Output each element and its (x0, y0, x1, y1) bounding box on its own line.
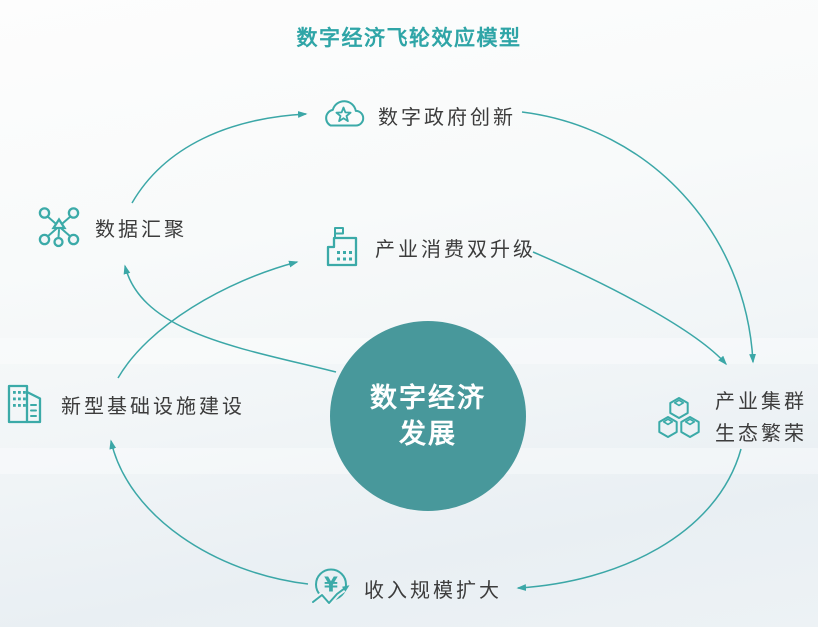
yen-growth-icon: ¥ (311, 568, 350, 606)
arrow-center-to-data-aggregation (123, 264, 337, 373)
node-label: 收入规模扩大 (364, 579, 502, 602)
node-label: 产业消费双升级 (375, 238, 536, 261)
node-label-group: 产业集群 生态繁荣 (715, 386, 807, 450)
factory-flag-icon (326, 227, 358, 267)
arrow-cluster-to-income (516, 448, 742, 591)
arrow-infrastructure-to-consumption (117, 260, 299, 379)
arrow-income-to-infrastructure (109, 439, 309, 585)
node-industry-cluster: 产业集群 生态繁荣 (656, 386, 807, 450)
center-label-line2: 发展 (399, 419, 457, 449)
page-title: 数字经济飞轮效应模型 (296, 27, 522, 50)
node-new-infrastructure: 新型基础设施建设 (4, 381, 245, 427)
cloud-star-icon (325, 100, 365, 127)
node-label: 数字政府创新 (378, 106, 516, 129)
node-label: 数据汇聚 (95, 218, 187, 241)
network-nodes-icon (38, 207, 80, 248)
buildings-icon (7, 384, 42, 424)
node-digital-gov: 数字政府创新 (319, 92, 516, 138)
node-label-line2: 生态繁荣 (715, 423, 807, 445)
center-node-digital-economy: 数字经济 发展 (330, 321, 526, 511)
node-label: 新型基础设施建设 (61, 395, 245, 418)
arrow-digital-gov-to-cluster (521, 111, 756, 364)
node-data-aggregation: 数据汇聚 (36, 204, 187, 250)
node-income-scale: ¥ 收入规模扩大 (310, 563, 502, 613)
node-label-line1: 产业集群 (715, 391, 807, 413)
yen-glyph: ¥ (324, 573, 338, 597)
center-label-line1: 数字经济 (370, 383, 486, 413)
node-industry-consumption: 产业消费双升级 (322, 224, 536, 270)
arrow-consumption-to-cluster (532, 251, 727, 366)
cubes-cluster-icon (658, 397, 700, 438)
arrow-data-aggregation-to-digital-gov (131, 111, 308, 204)
